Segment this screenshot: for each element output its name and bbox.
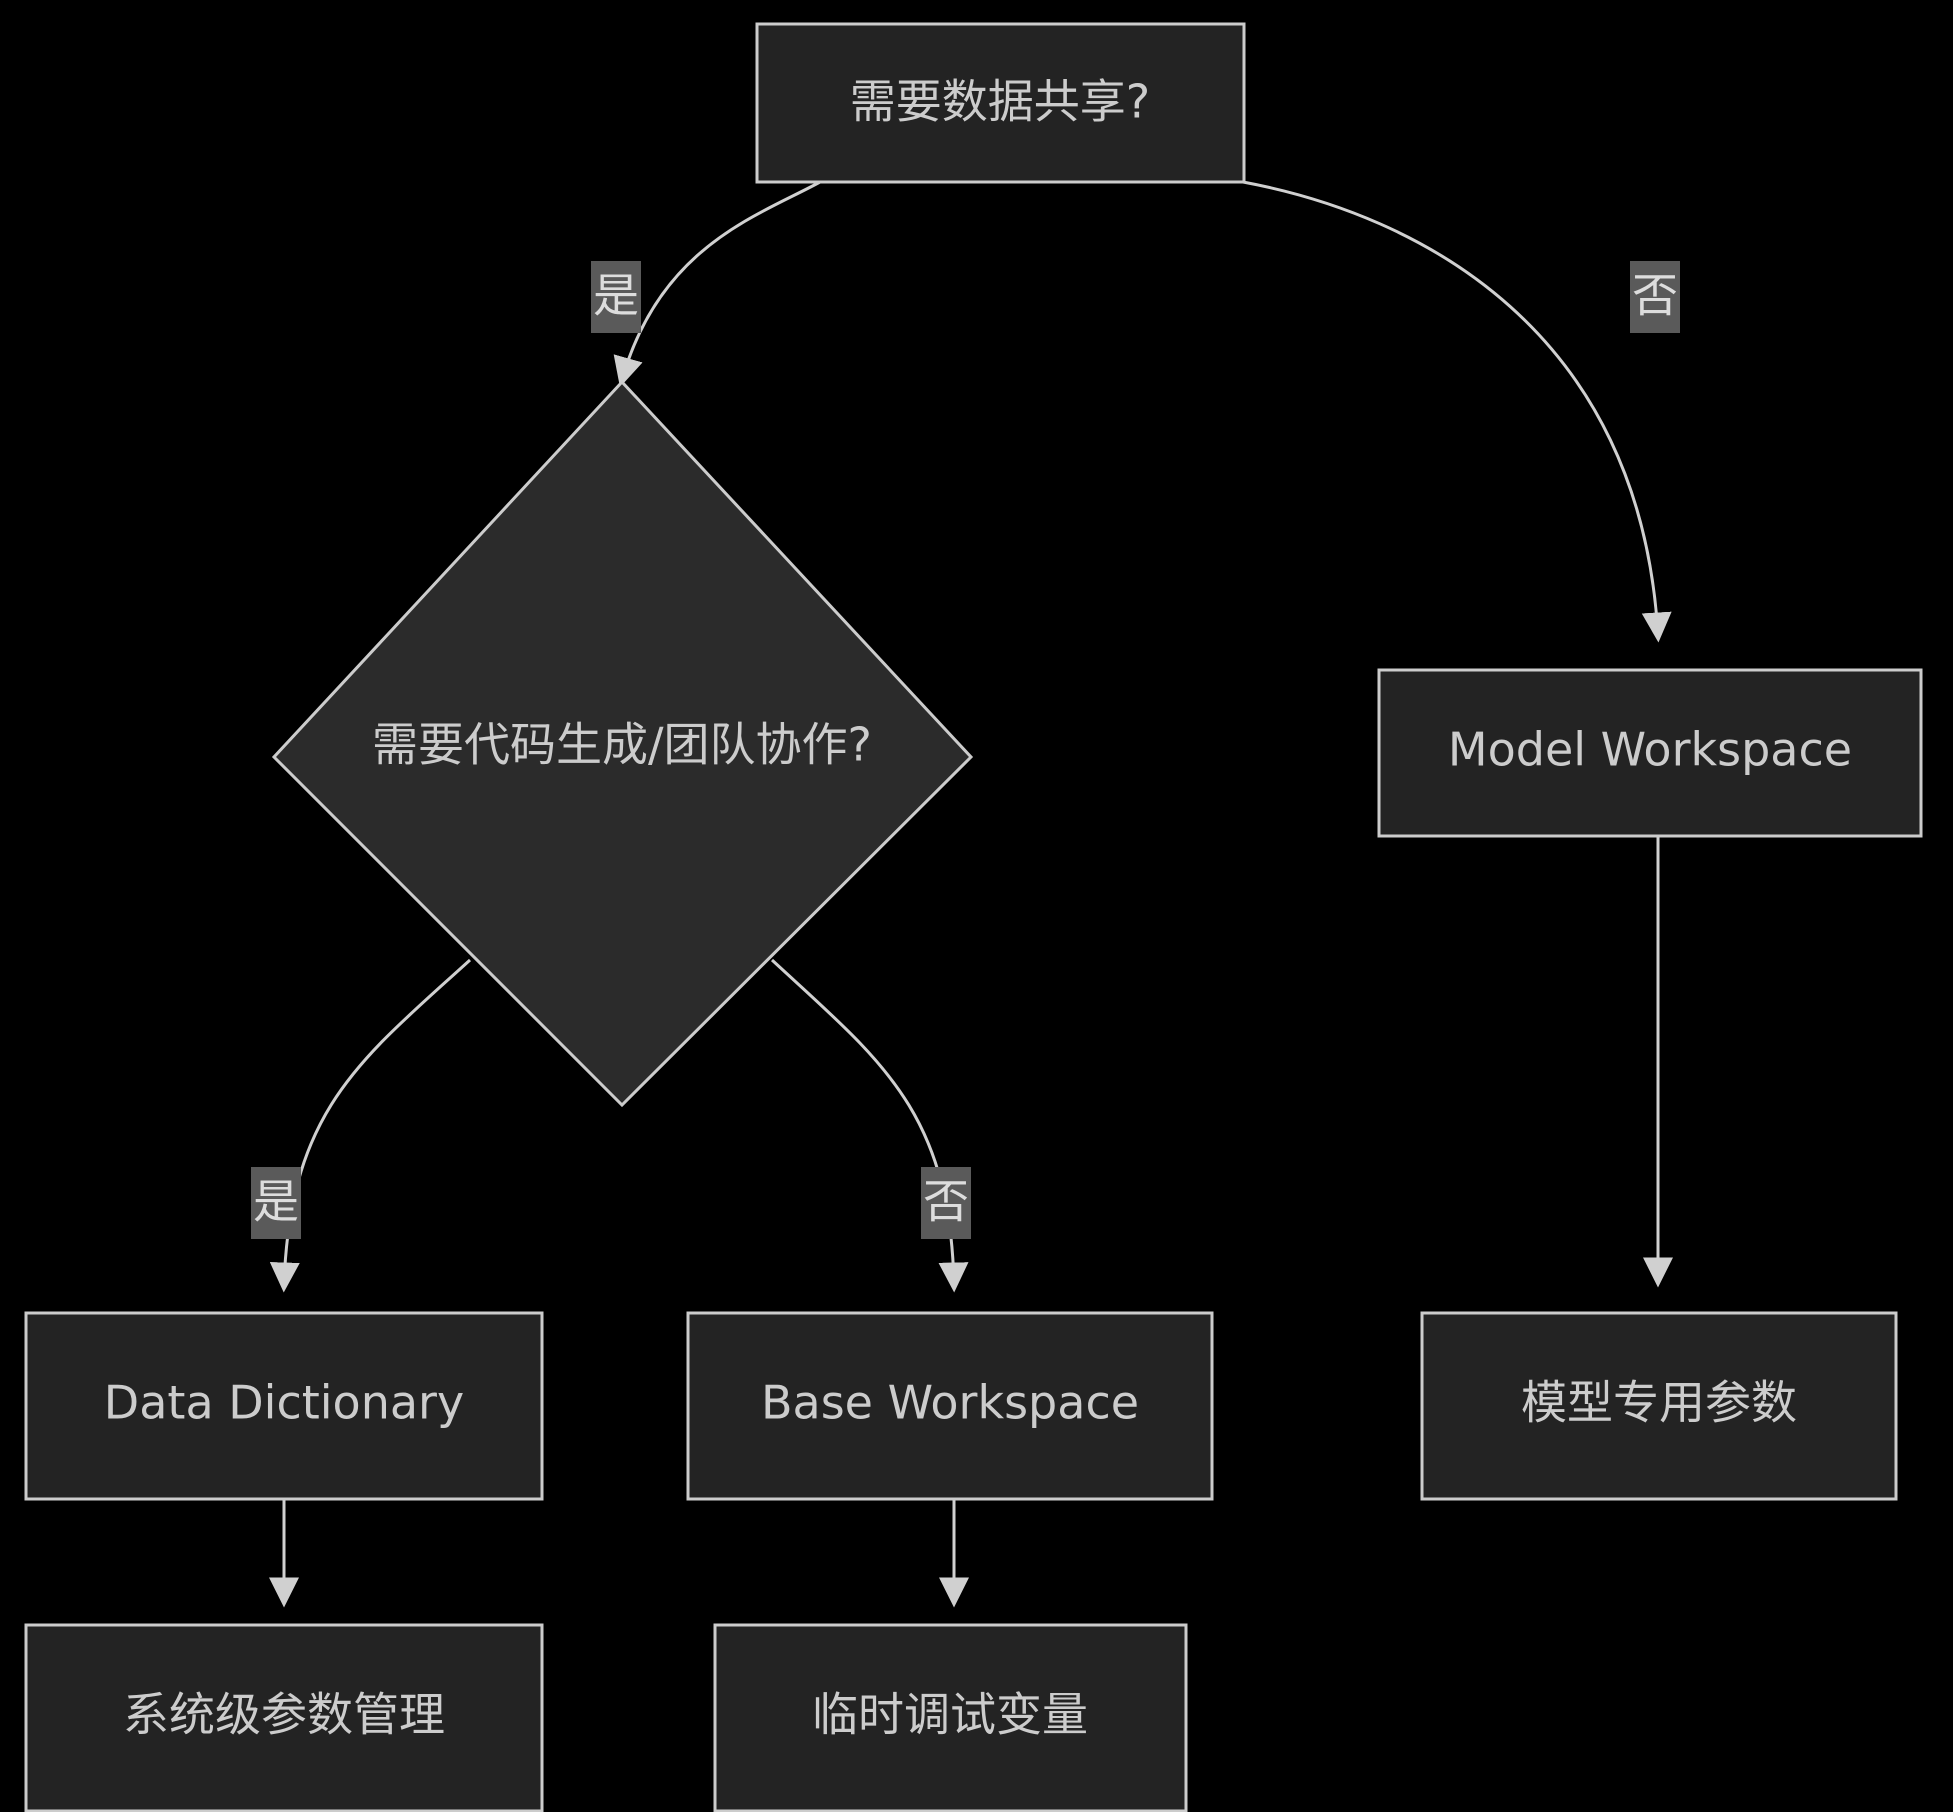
edge-label-no-top: 否 — [1630, 261, 1680, 333]
node-base-workspace-label: Base Workspace — [761, 1376, 1139, 1430]
edge-label-no-lower: 否 — [921, 1167, 971, 1239]
node-model-workspace-label: Model Workspace — [1448, 723, 1852, 777]
node-need-data-sharing-label: 需要数据共享? — [850, 75, 1150, 129]
edge-label-yes-lower-text: 是 — [253, 1175, 299, 1229]
node-system-param-management-shape[interactable] — [24, 1623, 544, 1812]
edge-label-no-lower-text: 否 — [923, 1175, 969, 1229]
edge-n1-n2 — [613, 180, 821, 388]
node-model-workspace-shape[interactable] — [1377, 668, 1923, 838]
nodes-layer: 需要数据共享? 需要代码生成/团队协作? Model Workspace Dat… — [24, 22, 1923, 1812]
node-need-data-sharing[interactable]: 需要数据共享? — [755, 22, 1246, 184]
node-need-codegen-collab-label: 需要代码生成/团队协作? — [372, 718, 872, 772]
edge-label-yes-top-bg — [591, 261, 641, 333]
edge-label-yes-top-text: 是 — [593, 269, 639, 323]
edges-layer — [269, 180, 1673, 1608]
node-system-param-management[interactable]: 系统级参数管理 — [24, 1623, 544, 1812]
edge-labels-layer: 是 否 是 否 — [251, 261, 1680, 1239]
node-need-data-sharing-shape[interactable] — [755, 22, 1246, 184]
edge-label-no-top-text: 否 — [1632, 269, 1678, 323]
edge-n2-n4 — [269, 958, 472, 1293]
node-data-dictionary-label: Data Dictionary — [104, 1376, 464, 1430]
edge-n1-n3 — [1242, 180, 1672, 643]
node-model-specific-params-shape[interactable] — [1420, 1311, 1898, 1501]
edge-label-yes-lower: 是 — [251, 1167, 301, 1239]
node-need-codegen-collab-shape[interactable] — [271, 379, 974, 1108]
node-system-param-management-label: 系统级参数管理 — [123, 1688, 445, 1742]
node-model-workspace[interactable]: Model Workspace — [1377, 668, 1923, 838]
node-model-specific-params-label: 模型专用参数 — [1521, 1376, 1797, 1430]
node-base-workspace-shape[interactable] — [686, 1311, 1214, 1501]
node-data-dictionary-shape[interactable] — [24, 1311, 544, 1501]
node-data-dictionary[interactable]: Data Dictionary — [24, 1311, 544, 1501]
node-base-workspace[interactable]: Base Workspace — [686, 1311, 1214, 1501]
edge-label-no-lower-bg — [921, 1167, 971, 1239]
edge-label-yes-top: 是 — [591, 261, 641, 333]
node-temp-debug-variables-label: 临时调试变量 — [812, 1688, 1088, 1742]
edge-label-no-top-bg — [1630, 261, 1680, 333]
node-need-codegen-collab[interactable]: 需要代码生成/团队协作? — [271, 379, 974, 1108]
edge-label-yes-lower-bg — [251, 1167, 301, 1239]
node-model-specific-params[interactable]: 模型专用参数 — [1420, 1311, 1898, 1501]
node-temp-debug-variables[interactable]: 临时调试变量 — [713, 1623, 1188, 1812]
node-temp-debug-variables-shape[interactable] — [713, 1623, 1188, 1812]
